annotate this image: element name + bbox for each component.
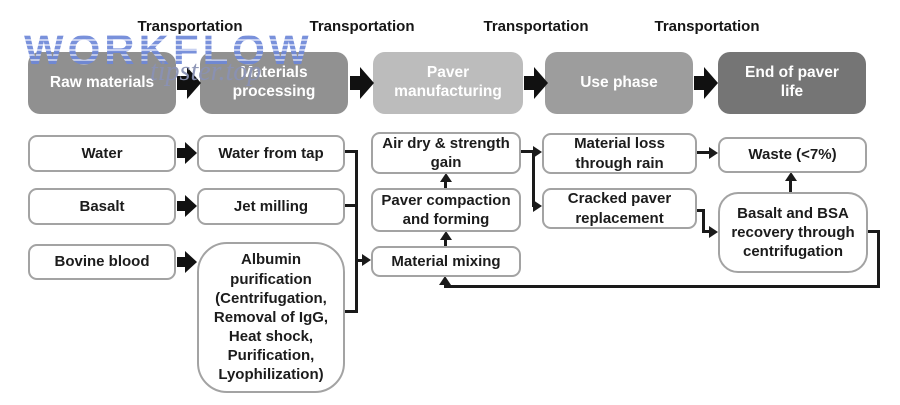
- arrowhead-recovery-waste-icon: [785, 172, 797, 181]
- connector-recovery-to-waste: [789, 180, 792, 192]
- watermark-title: WORKFLOW: [24, 26, 313, 73]
- watermark-subtitle: tipster.top: [150, 56, 262, 87]
- node-paver-compaction: Paver compaction and forming: [371, 188, 521, 232]
- node-material-loss-rain: Material loss through rain: [542, 133, 697, 174]
- stage-materials-processing: Materials processing: [200, 52, 348, 114]
- connector-trunk-to-mixing: [355, 259, 363, 262]
- transportation-label-3: Transportation: [483, 18, 589, 35]
- connector-cracked-to-recovery: [702, 230, 711, 233]
- arrowhead-into-cracked-icon: [533, 200, 542, 212]
- connector-cracked-out: [697, 209, 705, 212]
- stage-end-of-paver-life: End of paver life: [718, 52, 866, 114]
- connector-feedback-horizontal: [444, 285, 880, 288]
- transportation-label-1: Transportation: [110, 18, 270, 35]
- node-bovine-blood: Bovine blood: [28, 244, 176, 280]
- node-basalt-bsa-recovery: Basalt and BSA recovery through centrifu…: [718, 192, 868, 273]
- node-basalt: Basalt: [28, 188, 176, 225]
- connector-cracked-down: [702, 209, 705, 233]
- stage-raw-materials: Raw materials: [28, 52, 176, 114]
- water-arrow-icon: [177, 142, 197, 164]
- stage-paver-manufacturing: Paver manufacturing: [373, 52, 523, 114]
- arrowhead-into-waste-icon: [709, 147, 718, 159]
- bovine-arrow-icon: [177, 251, 197, 273]
- node-waste: Waste (<7%): [718, 137, 867, 173]
- arrowhead-into-recovery-icon: [709, 226, 718, 238]
- node-air-dry-strength-gain: Air dry & strength gain: [371, 132, 521, 174]
- connector-jet-to-trunk: [345, 204, 358, 207]
- stage-arrow-icon: [524, 67, 548, 99]
- connector-airdry-out: [521, 150, 535, 153]
- node-cracked-paver-replacement: Cracked paver replacement: [542, 188, 697, 229]
- transportation-label-2: Transportation: [309, 18, 415, 35]
- connector-tap-to-trunk: [345, 150, 358, 153]
- node-albumin-purification: Albumin purification (Centrifugation, Re…: [197, 242, 345, 393]
- connector-loss-to-waste: [697, 151, 711, 154]
- connector-compaction-to-airdry: [444, 180, 447, 189]
- arrowhead-into-loss-icon: [533, 146, 542, 158]
- transportation-label-4: Transportation: [654, 18, 760, 35]
- node-water: Water: [28, 135, 176, 172]
- connector-albumin-to-trunk: [345, 310, 358, 313]
- connector-trunk-vertical: [355, 150, 358, 313]
- stage-arrow-icon: [350, 67, 374, 99]
- arrowhead-feedback-into-mixing-icon: [439, 276, 451, 285]
- connector-recovery-out: [866, 230, 880, 233]
- connector-feedback-down: [877, 230, 880, 288]
- node-jet-milling: Jet milling: [197, 188, 345, 225]
- arrowhead-into-compaction-icon: [440, 231, 452, 240]
- arrowhead-into-airdry-icon: [440, 173, 452, 182]
- arrowhead-into-mixing-icon: [362, 254, 371, 266]
- stage-arrow-icon: [694, 67, 718, 99]
- stage-use-phase: Use phase: [545, 52, 693, 114]
- node-material-mixing: Material mixing: [371, 246, 521, 277]
- connector-mixing-to-compaction: [444, 238, 447, 247]
- connector-airdry-down: [532, 150, 535, 207]
- basalt-arrow-icon: [177, 195, 197, 217]
- node-water-from-tap: Water from tap: [197, 135, 345, 172]
- stage-arrow-icon: [177, 67, 201, 99]
